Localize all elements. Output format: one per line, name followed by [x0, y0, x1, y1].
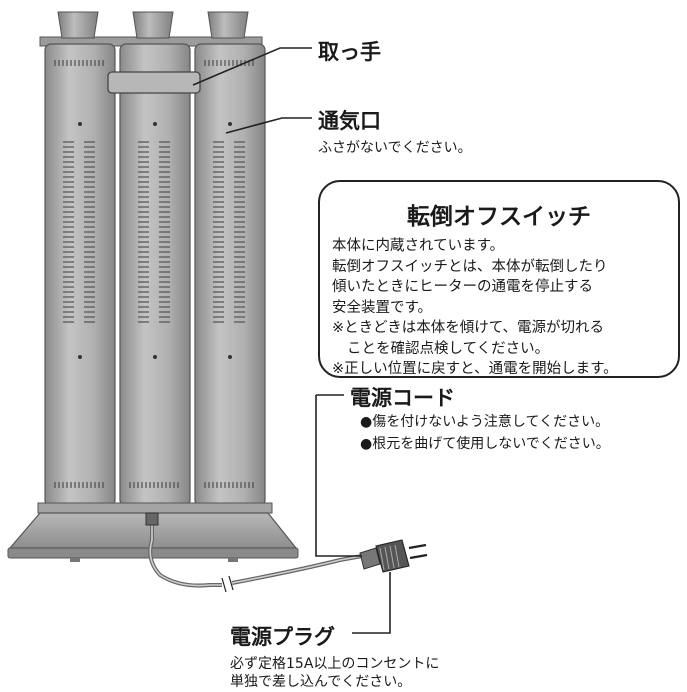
- tip-switch-line: 安全装置です。: [332, 299, 433, 316]
- screw-dots: [78, 122, 232, 359]
- tip-switch-line: ことを確認点検してください。: [347, 340, 550, 357]
- power-plug-label: 電源プラグ: [230, 625, 335, 649]
- tip-switch-line: ※正しい位置に戻すと、通電を開始します。: [332, 361, 618, 377]
- vent-grilles: [63, 141, 245, 323]
- power-cord: [145, 512, 363, 593]
- power-cord-note: ●根元を曲げて使用しないでください。: [360, 436, 610, 452]
- tip-switch-line: 転倒オフスイッチとは、本体が転倒したり: [332, 258, 608, 275]
- heater-tubes: [44, 43, 266, 507]
- tip-switch-title: 転倒オフスイッチ: [407, 204, 591, 230]
- handle: [107, 71, 201, 94]
- top-caps: [57, 11, 249, 39]
- tip-switch-body: 本体に内蔵されています。 転倒オフスイッチとは、本体が転倒したり 傾いたときにヒ…: [332, 236, 618, 380]
- power-plug: [359, 539, 428, 573]
- power-plug-note: 必ず定格15A以上のコンセントに: [230, 656, 440, 672]
- leader-lines: [192, 47, 391, 634]
- tip-switch-line: ※ときどきは本体を傾けて、電源が切れる: [332, 320, 604, 336]
- power-plug-note: 単独で差し込んでください。: [230, 674, 412, 690]
- power-cord-label: 電源コード: [350, 386, 455, 410]
- bottom-slots: [54, 482, 254, 488]
- power-cord-note: ●傷を付けないよう注意してください。: [360, 414, 610, 430]
- tip-switch-box: 転倒オフスイッチ 本体に内蔵されています。 転倒オフスイッチとは、本体が転倒した…: [318, 180, 680, 378]
- vent-label: 通気口: [318, 109, 381, 133]
- tip-switch-line: 本体に内蔵されています。: [332, 238, 505, 254]
- tip-switch-line: 傾いたときにヒーターの通電を停止する: [332, 279, 593, 295]
- handle-label: 取っ手: [318, 40, 381, 64]
- vent-note: ふさがないでください。: [318, 140, 472, 156]
